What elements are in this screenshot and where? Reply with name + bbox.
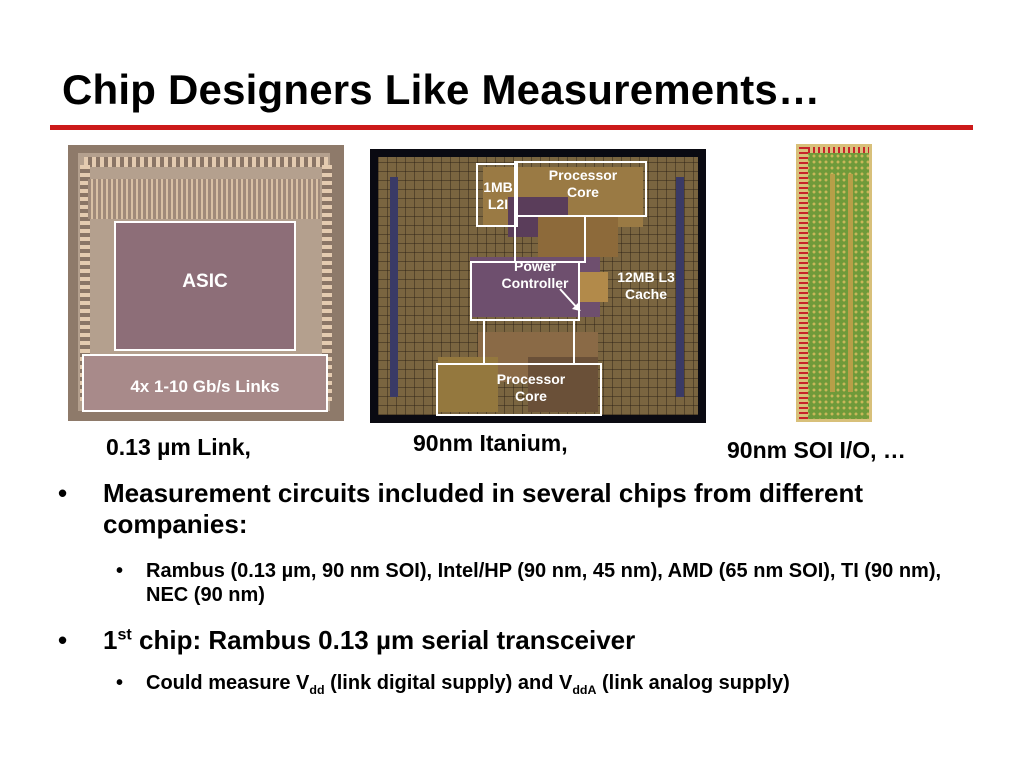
- bullet-text-rest: chip: Rambus 0.13 µm serial transceiver: [131, 625, 636, 655]
- bond-pads-left: [80, 165, 90, 401]
- soi-stripe: [830, 174, 835, 392]
- subscript: ddA: [572, 683, 597, 697]
- l3-cache-label: 12MB L3 Cache: [606, 269, 686, 303]
- bullet-text: 1st chip: Rambus 0.13 µm serial transcei…: [103, 625, 973, 656]
- ordinal-suffix: st: [117, 625, 132, 644]
- soi-stripe: [848, 174, 853, 392]
- top-core-label-line1: Processor: [548, 167, 618, 183]
- l2-label-line2: L2I: [487, 196, 509, 212]
- bullet-text: Measurement circuits included in several…: [103, 478, 863, 539]
- bottom-core-label-line1: Processor: [496, 371, 566, 387]
- bullet-text-part: (link digital supply) and V: [324, 672, 573, 694]
- itanium-die: 1MB L2I Processor Core Power Controller …: [378, 157, 698, 416]
- soi-pads-top: [808, 147, 869, 153]
- power-label-line2: Controller: [501, 275, 569, 291]
- sub-bullet-item: • Rambus (0.13 µm, 90 nm SOI), Intel/HP …: [116, 559, 976, 611]
- asic-label: ASIC: [182, 271, 228, 292]
- bullet-text-prefix: 1: [103, 625, 118, 655]
- soi-pads-left: [799, 147, 808, 419]
- link-chip-die-photo: ASIC 4x 1-10 Gb/s Links: [68, 145, 344, 421]
- bullet-text: Rambus (0.13 µm, 90 nm SOI), Intel/HP (9…: [146, 560, 942, 606]
- l3-label-line2: Cache: [624, 286, 668, 302]
- asic-region: ASIC: [114, 221, 296, 351]
- bond-pads-right: [322, 165, 332, 401]
- power-label-line1: Power: [513, 258, 556, 274]
- bullet-item: • 1st chip: Rambus 0.13 µm serial transc…: [58, 625, 978, 659]
- chip1-caption: 0.13 µm Link,: [106, 434, 251, 460]
- l3-label-line1: 12MB L3: [617, 269, 675, 285]
- bullet-text-part: (link analog supply): [596, 672, 790, 694]
- links-label: 4x 1-10 Gb/s Links: [130, 377, 280, 396]
- routing-stripes: [88, 179, 320, 219]
- l2-label-line1: 1MB: [483, 179, 513, 195]
- itanium-die-photo: 1MB L2I Processor Core Power Controller …: [370, 149, 706, 423]
- subscript: dd: [309, 683, 325, 697]
- title-underline: [50, 125, 973, 130]
- chip2-caption: 90nm Itanium,: [413, 430, 568, 456]
- links-region: 4x 1-10 Gb/s Links: [82, 354, 328, 412]
- top-core-label-line2: Core: [567, 184, 599, 200]
- bottom-core-label: Processor Core: [476, 371, 586, 405]
- sub-bullet-item: • Could measure Vdd (link digital supply…: [116, 671, 976, 723]
- bond-pads-top: [84, 157, 328, 167]
- bullet-marker: •: [58, 478, 68, 508]
- slide-title: Chip Designers Like Measurements…: [62, 66, 821, 113]
- bullet-text-part: Could measure V: [146, 672, 310, 694]
- soi-io-die-photo: [796, 144, 872, 422]
- power-controller-label: Power Controller: [480, 258, 590, 292]
- bullet-item: • Measurement circuits included in sever…: [58, 478, 978, 544]
- top-core-label: Processor Core: [528, 167, 638, 201]
- l2-cache-outline: [476, 163, 518, 227]
- bullet-marker: •: [116, 560, 124, 582]
- bullet-marker: •: [116, 672, 124, 694]
- pointer-arrow-icon: [559, 288, 581, 312]
- bullet-marker: •: [58, 625, 68, 655]
- chip3-caption: 90nm SOI I/O, …: [727, 437, 906, 463]
- l2-label: 1MB L2I: [478, 179, 518, 213]
- bottom-core-label-line2: Core: [515, 388, 547, 404]
- bottom-core-outline: [436, 363, 602, 416]
- bottom-core-stem-outline: [483, 319, 575, 365]
- bullet-text: Could measure Vdd (link digital supply) …: [146, 671, 956, 697]
- top-core-stem-outline: [514, 215, 586, 263]
